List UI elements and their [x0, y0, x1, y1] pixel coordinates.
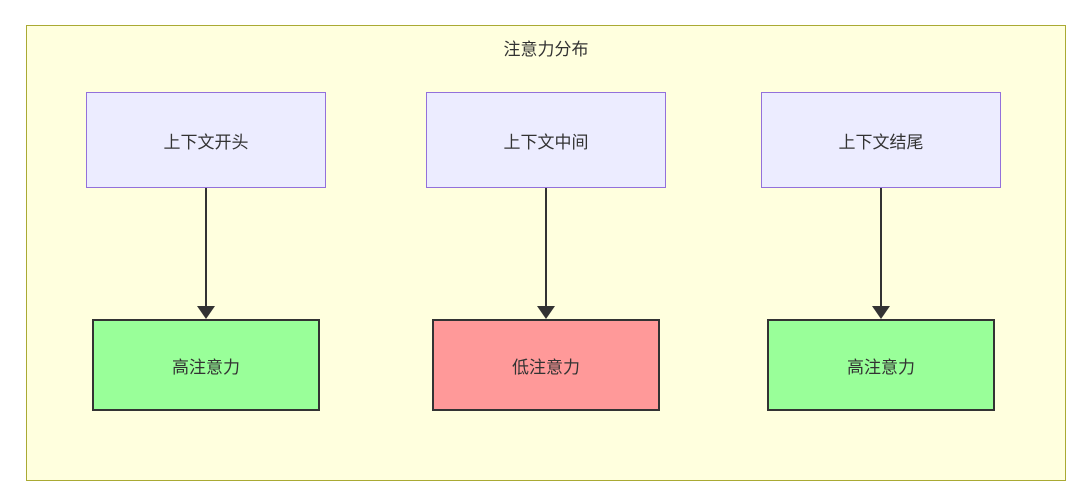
node-context-end: 上下文结尾: [761, 92, 1001, 188]
arrow-head-icon: [872, 306, 890, 319]
node-context-start-label: 上下文开头: [163, 132, 249, 152]
arrow-context-start-to-result: [197, 188, 215, 319]
flow-column-context-end: 上下文结尾 高注意力: [761, 92, 1001, 411]
arrow-context-end-to-result: [872, 188, 890, 319]
node-result-high-attention-2: 高注意力: [767, 319, 995, 411]
node-context-middle-label: 上下文中间: [503, 132, 589, 152]
node-context-end-label: 上下文结尾: [838, 132, 924, 152]
arrow-line: [880, 188, 882, 306]
flow-column-context-middle: 上下文中间 低注意力: [426, 92, 666, 411]
node-context-start: 上下文开头: [86, 92, 326, 188]
arrow-context-middle-to-result: [537, 188, 555, 319]
arrow-head-icon: [537, 306, 555, 319]
arrow-head-icon: [197, 306, 215, 319]
diagram-title: 注意力分布: [503, 40, 589, 59]
node-result-high-attention-1: 高注意力: [92, 319, 320, 411]
node-result-low-attention: 低注意力: [432, 319, 660, 411]
arrow-line: [545, 188, 547, 306]
arrow-line: [205, 188, 207, 306]
flow-column-context-start: 上下文开头 高注意力: [86, 92, 326, 411]
node-result-label: 低注意力: [512, 357, 580, 377]
attention-distribution-cluster: 注意力分布 上下文开头 高注意力 上下文中间 低注意力: [26, 25, 1066, 481]
node-result-label: 高注意力: [847, 357, 915, 377]
node-context-middle: 上下文中间: [426, 92, 666, 188]
node-result-label: 高注意力: [172, 357, 240, 377]
